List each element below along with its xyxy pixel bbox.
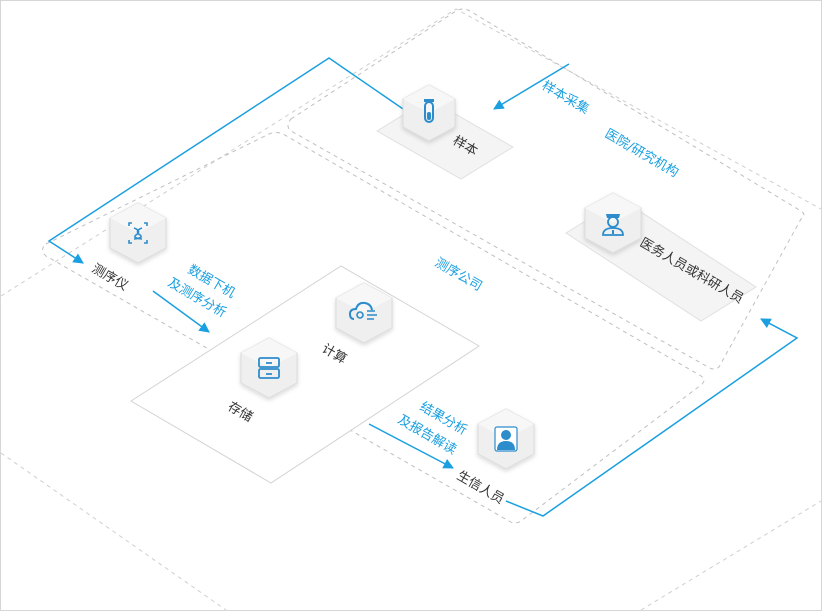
hospital-region-label: 医院/研究机构 <box>602 126 681 180</box>
result-analysis-arrow <box>368 423 454 469</box>
bioinfo-label: 生信人员 <box>454 468 507 507</box>
outer-plane-bottom <box>1 452 227 610</box>
bioinfo-to-doctor-line <box>505 318 799 517</box>
sequencer-node[interactable] <box>109 202 167 264</box>
sequencer-icon <box>128 222 148 244</box>
person-icon <box>494 426 518 452</box>
doctor-node[interactable] <box>584 192 642 254</box>
outer-plane-right <box>640 500 821 610</box>
hospital-region <box>287 8 805 370</box>
sample-collection-arrow <box>493 63 570 110</box>
compute-node[interactable] <box>335 282 393 344</box>
data-offload-arrow <box>152 290 210 333</box>
cloud-compute-icon <box>348 301 377 320</box>
sequencer-label: 测序仪 <box>89 261 130 293</box>
company-region <box>42 132 705 524</box>
company-region-label: 测序公司 <box>432 255 485 294</box>
doctor-icon <box>602 214 624 236</box>
storage-node[interactable] <box>240 337 298 399</box>
sample-to-sequencer-line <box>47 57 407 264</box>
test-tube-icon <box>424 99 434 123</box>
outer-plane <box>1 8 821 297</box>
bioinfo-node[interactable] <box>477 408 535 470</box>
sample-node[interactable] <box>402 84 456 142</box>
storage-drawer-icon <box>258 357 280 379</box>
sample-collection-label: 样本采集 <box>539 78 592 118</box>
